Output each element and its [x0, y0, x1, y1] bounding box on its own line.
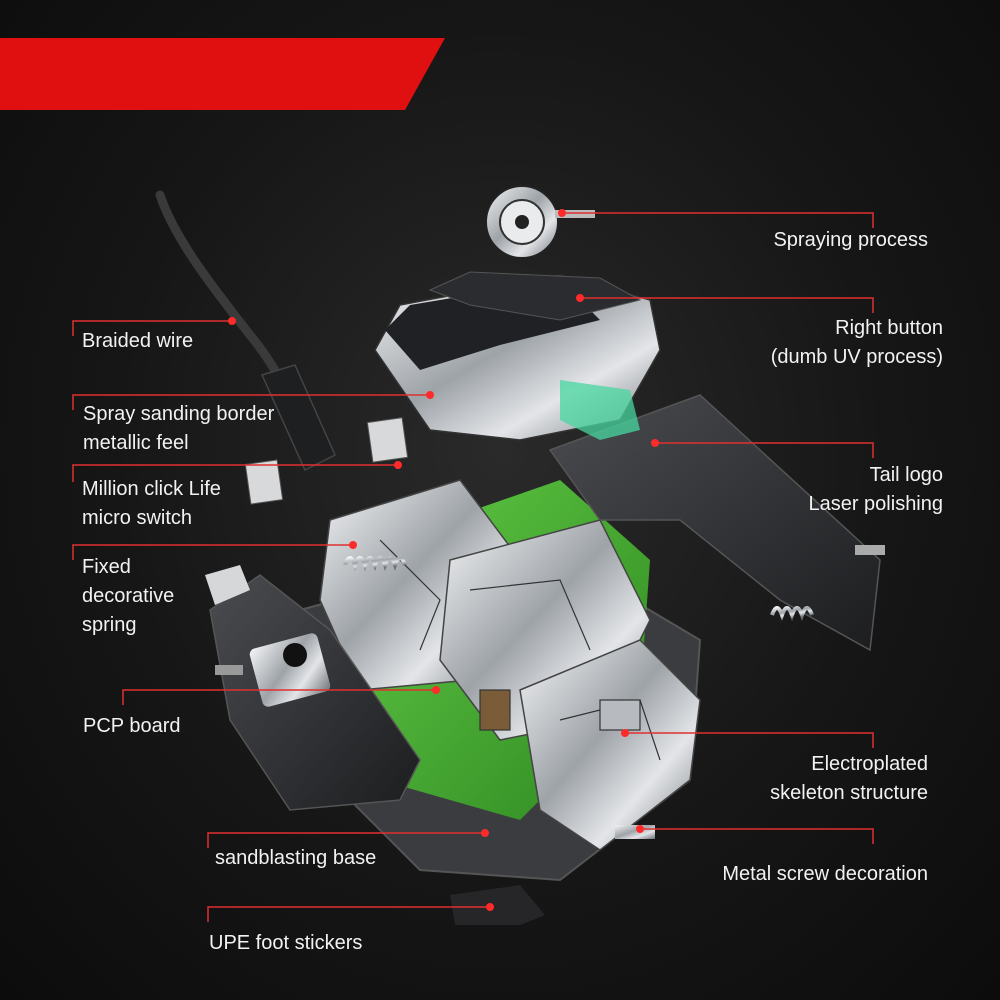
- dot-spray-sanding: [426, 391, 434, 399]
- dot-tail-logo: [651, 439, 659, 447]
- label-spraying-process: Spraying process: [773, 229, 928, 251]
- dot-micro-switch: [394, 461, 402, 469]
- label-spray-sanding: Spray sanding border metallic feel: [83, 403, 275, 454]
- skeleton-details: [379, 539, 661, 761]
- tail-screw: [855, 545, 885, 555]
- leader-right-button: [580, 297, 874, 313]
- dot-skeleton: [621, 729, 629, 737]
- decorative-clip: [205, 565, 250, 605]
- label-sandblasting-base: sandblasting base: [215, 847, 377, 869]
- banner-shape: [0, 38, 445, 110]
- scroll-wheel: [485, 185, 595, 259]
- leader-skeleton: [625, 732, 874, 748]
- side-screw: [215, 665, 243, 675]
- leader-screw: [640, 828, 874, 844]
- spring-left: [343, 556, 407, 571]
- dot-upe: [486, 903, 494, 911]
- leader-spring: [72, 544, 353, 560]
- leader-base: [207, 832, 485, 848]
- micro-switch-1: [366, 417, 409, 463]
- label-metal-screw: Metal screw decoration: [722, 863, 928, 885]
- label-skeleton: Electroplated skeleton structure: [770, 753, 928, 804]
- dot-pcp: [432, 686, 440, 694]
- label-pcp-board: PCP board: [83, 715, 181, 737]
- spring-right: [770, 606, 814, 621]
- dot-base: [481, 829, 489, 837]
- label-braided-wire: Braided wire: [82, 330, 194, 352]
- leader-pcp: [122, 689, 436, 705]
- leader-upe: [207, 906, 490, 922]
- micro-switch-2: [244, 459, 284, 505]
- left-panel-metal-block: [249, 633, 331, 707]
- leader-spraying: [562, 212, 874, 228]
- leader-spray-sanding: [72, 394, 430, 410]
- skeleton-right: [519, 639, 701, 851]
- dot-braided: [228, 317, 236, 325]
- dot-screw: [636, 825, 644, 833]
- cable-strain-relief: [260, 364, 336, 472]
- upe-foot-sticker: [450, 885, 545, 925]
- leader-tail-logo: [655, 442, 874, 458]
- leader-braided: [72, 320, 232, 336]
- label-upe-foot: UPE foot stickers: [209, 932, 363, 954]
- label-right-button: Right button (dumb UV process): [770, 317, 943, 368]
- dot-spraying: [558, 209, 566, 217]
- right-button-top: [428, 271, 642, 321]
- leader-micro-switch: [72, 464, 398, 482]
- dot-spring: [349, 541, 357, 549]
- shell-side-light: [560, 380, 640, 440]
- label-tail-logo: Tail logo Laser polishing: [808, 464, 943, 515]
- label-micro-switch: Million click Life micro switch: [82, 478, 221, 529]
- dot-right-button: [576, 294, 584, 302]
- tail-logo-panel: [548, 394, 881, 652]
- label-spring: Fixed decorative spring: [82, 556, 175, 636]
- left-panel-hole: [283, 643, 307, 667]
